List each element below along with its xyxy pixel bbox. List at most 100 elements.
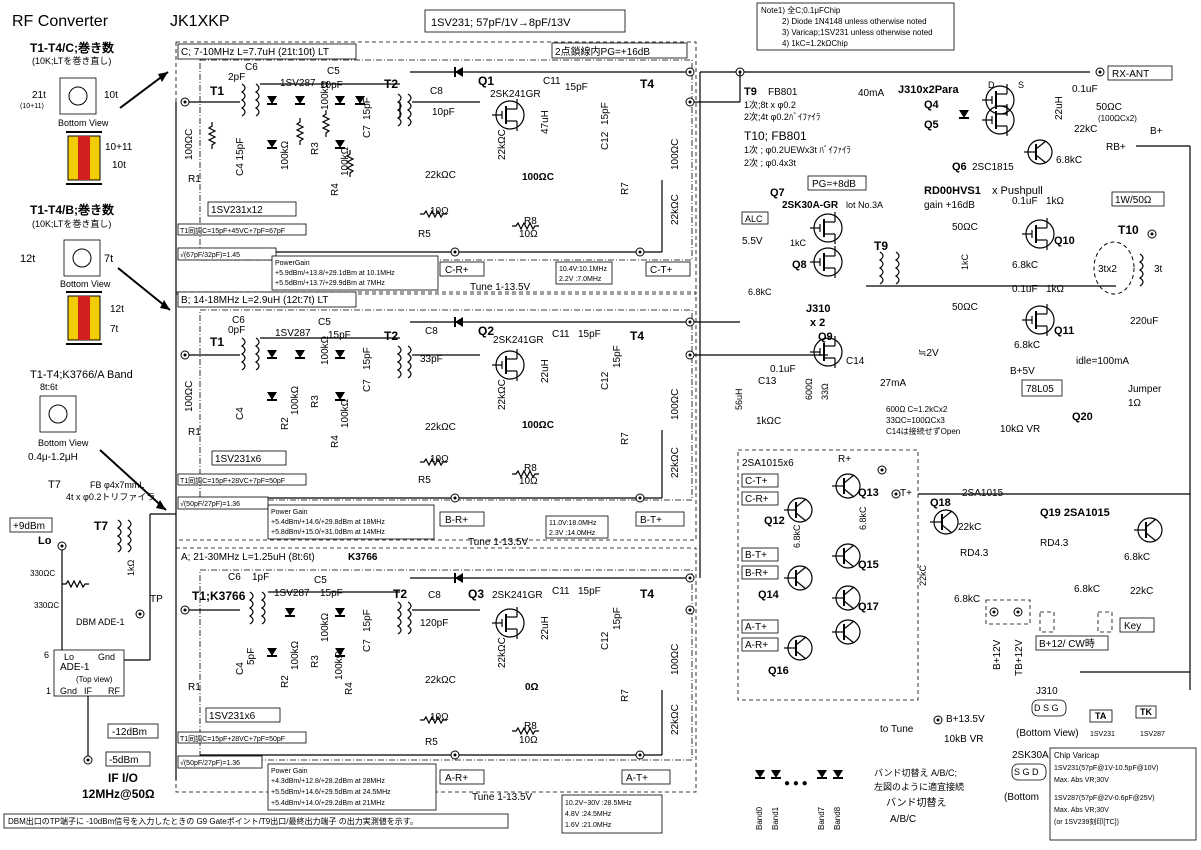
q17: Q17	[858, 601, 879, 613]
ar-label: A-R+	[745, 640, 768, 651]
band-b-c8v: 33pF	[420, 354, 443, 365]
r68k-q18: 6.8kC	[954, 594, 980, 605]
band-a-r8v: 10Ω	[519, 735, 538, 746]
band-a-varicap: 1SV231x6	[209, 711, 256, 722]
band-b-r22: 22kΩC	[670, 447, 681, 478]
legend-sgd: S G D	[1014, 767, 1039, 777]
pushpull: x Pushpull	[992, 185, 1043, 197]
v55: 5.5V	[742, 236, 763, 247]
band-switch-4: A/B/C	[890, 814, 916, 825]
dbm-title: DBM ADE-1	[76, 617, 125, 627]
band-switch-2: 左図のように適宜接続	[874, 781, 964, 792]
b-plus-135: B+13.5V	[946, 714, 985, 725]
r330b: 330ΩC	[34, 601, 59, 610]
x2-q9: x 2	[810, 317, 825, 329]
band-a-r1: R1	[188, 682, 201, 693]
band-a-r4v: R4	[344, 682, 355, 695]
t1011-label: 10+11	[105, 142, 133, 153]
t7-title: T7	[48, 479, 61, 491]
band-a-22kc2: 22kΩC	[425, 675, 456, 686]
note-3: 3) Varicap;1SV231 unless otherwise noted	[782, 28, 933, 37]
band-c-r3: R3	[310, 142, 321, 155]
legend-j310: J310	[1036, 686, 1058, 697]
band-a-r-plus: A-R+	[445, 773, 468, 784]
band0: Band0	[755, 806, 764, 830]
band-a-volt2: 4.8V :24.5MHz	[565, 811, 612, 818]
band-b-r1v: 100ΩC	[184, 381, 195, 412]
band-c-r8v: 10Ω	[519, 229, 538, 240]
t7-label: 7t	[104, 253, 113, 265]
band-c-22kc2: 22kΩC	[425, 170, 456, 181]
q19: Q19 2SA1015	[1040, 507, 1110, 519]
q7-part: 2SK30A-GR	[782, 200, 839, 211]
r68k-q19b: 6.8kC	[1074, 584, 1100, 595]
band-a-tune: Tune 1-13.5V	[472, 792, 533, 803]
band-a-t2: T2	[393, 587, 407, 601]
band-c-r7: R7	[620, 182, 631, 195]
band-a-gain1: +4.3dBm/+12.8/+28.2dBm at 28MHz	[271, 778, 385, 785]
r1k-pa2: 1kΩ	[1046, 284, 1065, 295]
band-b-gain-title: Power Gain	[271, 509, 308, 516]
band-c-r8: R8	[524, 216, 537, 227]
cr-label: C-R+	[745, 494, 769, 505]
chip-4: Max. Abs VR;30V	[1054, 807, 1109, 814]
band-b-r3: R3	[310, 395, 321, 408]
reg-78l05: 78L05	[1026, 384, 1054, 395]
band-c-gain1: +5.9dBm/+13.8/+29.1dBm at 10.1MHz	[275, 270, 395, 277]
q9-label: Q9	[818, 331, 833, 343]
band-c-circuit: C; 7-10MHz L=7.7uH (21t:10t) LT 2点鎖線内PG=…	[177, 42, 695, 293]
band-c-c6v: 2pF	[228, 72, 245, 83]
band-b-tunecap: T1同調C=15pF+28VC+7pF=50pF	[180, 476, 285, 485]
legend-ta: TA	[1095, 711, 1107, 721]
pin-gnd2: Gnd	[60, 686, 77, 696]
switch-section: 2SA1015x6 R+ T+ C-T+ C-R+ Q12 Q13 B-T+ B…	[737, 449, 1190, 830]
band-a-c5: C5	[314, 575, 327, 586]
t10-3tx2: 3tx2	[1098, 264, 1117, 275]
c13-label: C13	[758, 376, 777, 387]
r22k-rx: 22kC	[1074, 124, 1097, 135]
q20-label: Q20	[1072, 411, 1093, 423]
t-plus: T+	[900, 488, 912, 499]
band-a-c7v: 15pF	[362, 609, 373, 632]
r50c-a: 50ΩC	[952, 222, 978, 233]
q6-label: Q6	[952, 161, 967, 173]
band-a-c6: C6	[228, 572, 241, 583]
legend-1sv287: 1SV287	[1140, 731, 1165, 738]
q11-label: Q11	[1054, 325, 1074, 337]
tb-plus-12v: TB+12V	[1014, 639, 1025, 676]
lo-label: Lo	[38, 535, 52, 547]
legend: J310 D S G (Bottom View) TA 1SV231 TK 1S…	[1004, 686, 1197, 841]
band-a-c7: C7	[362, 639, 373, 652]
vr-10kb: 10kB VR	[944, 734, 983, 745]
r33: 33Ω	[820, 383, 830, 400]
alc-label: ALC	[745, 214, 763, 224]
band-b-r2v: 100kΩ	[290, 385, 301, 415]
b-plus-12v: B+12V	[992, 639, 1003, 670]
band-c-gain2: +5.5dBm/+13.7/+29.9dBm at 7MHz	[275, 280, 385, 287]
band-b-c5: C5	[318, 317, 331, 328]
r68k-q8: 6.8kC	[748, 287, 772, 297]
band-a-q: Q3	[468, 587, 484, 601]
ma27: 27mA	[880, 378, 906, 389]
band7: Band7	[817, 806, 826, 830]
band-b-c12v: 15pF	[612, 345, 623, 368]
band-b-22kc2: 22kΩC	[425, 422, 456, 433]
band-a-c4v: 5pF	[246, 648, 257, 665]
band-b-volt1: 11.0V:18.0MHz	[549, 520, 597, 527]
band-a-t-plus: A-T+	[626, 773, 648, 784]
pin-gnd: Gnd	[98, 652, 115, 662]
q7-lot: lot No.3A	[846, 200, 883, 210]
r1kc-q7: 1kC	[790, 238, 807, 248]
band-b-c4: C4	[235, 407, 246, 420]
pa-section: PG=+8dB Q7 2SK30A-GR lot No.3A ALC 5.5V …	[734, 72, 1165, 436]
m5-dbm: -5dBm	[109, 755, 138, 766]
band-b-r8v: 10Ω	[519, 476, 538, 487]
band-c-pg: 2点鎖線内PG=+16dB	[555, 45, 650, 58]
r68c-b: 6.8kC	[1014, 340, 1040, 351]
w1-50: 1W/50Ω	[1115, 195, 1152, 206]
band-b-volt2: 2.3V :14.0MHz	[549, 530, 596, 537]
t9-sec: 2次;4t φ0.2ﾊﾞｲﾌｧｲﾗ	[744, 111, 820, 122]
band-b-100c: 100ΩC	[522, 420, 554, 431]
band-a-r4: 100kΩ	[334, 650, 345, 680]
b-plus-5v: B+5V	[1010, 366, 1035, 377]
